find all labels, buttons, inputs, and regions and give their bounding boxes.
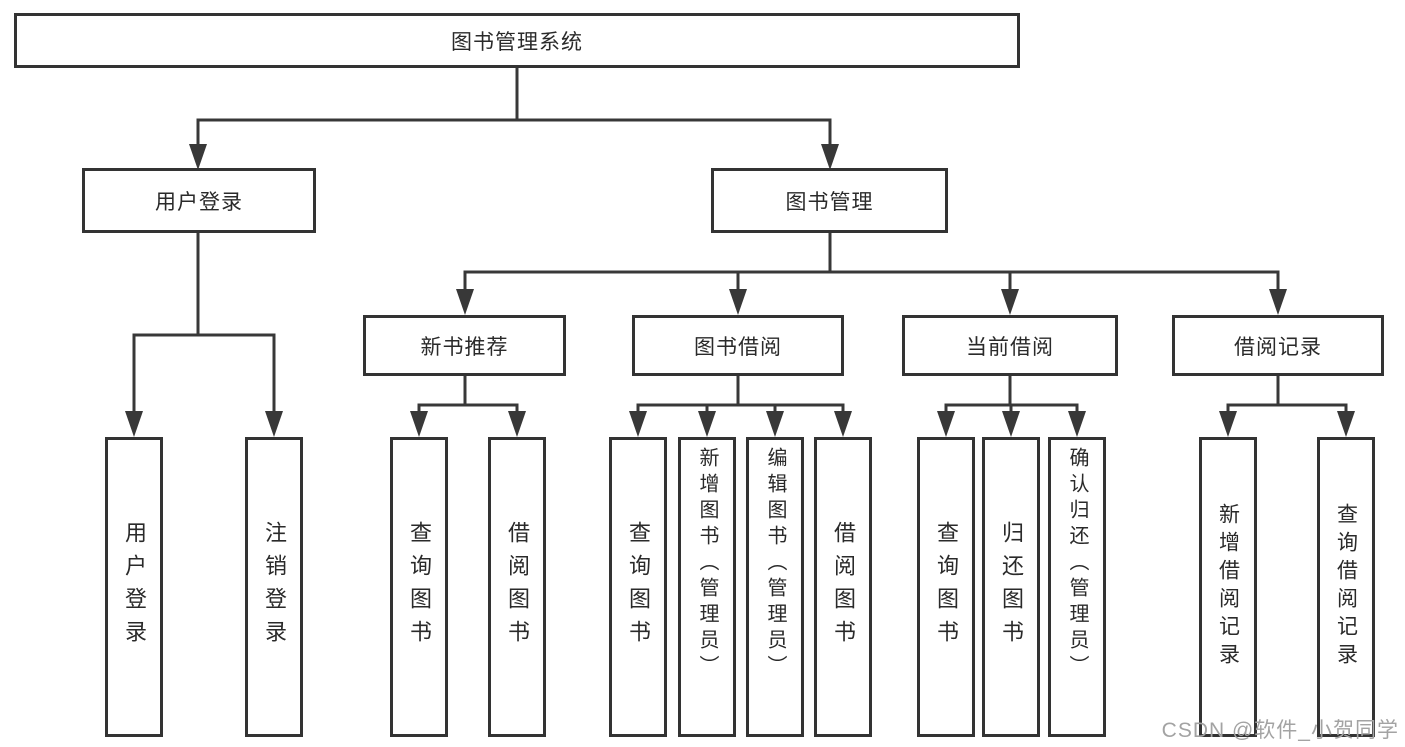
node-new-book-recommend-label: 新书推荐 (420, 335, 509, 359)
leaf-query-books-current-label: 查询图书 (934, 521, 959, 653)
node-user-login-label: 用户登录 (155, 190, 243, 214)
leaf-user-login: 用户登录 (105, 437, 163, 737)
node-current-borrow-label: 当前借阅 (966, 335, 1054, 359)
leaf-query-borrow-record: 查询借阅记录 (1317, 437, 1375, 737)
node-book-management: 图书管理 (711, 168, 948, 233)
node-root-library-system: 图书管理系统 (14, 13, 1020, 68)
leaf-user-login-label: 用户登录 (122, 521, 147, 653)
leaf-borrow-books-recommend: 借阅图书 (488, 437, 546, 737)
leaf-query-borrow-record-label: 查询借阅记录 (1334, 503, 1358, 671)
node-book-management-label: 图书管理 (785, 190, 874, 214)
leaf-borrow-books-recommend-label: 借阅图书 (505, 521, 530, 653)
leaf-logout-label: 注销登录 (262, 521, 287, 653)
leaf-confirm-return-admin-label: 确认归还（管理员） (1066, 447, 1088, 681)
leaf-add-borrow-record: 新增借阅记录 (1199, 437, 1257, 737)
leaf-query-books-borrow: 查询图书 (609, 437, 667, 737)
leaf-query-books-borrow-label: 查询图书 (626, 521, 651, 653)
leaf-edit-book-admin: 编辑图书（管理员） (746, 437, 804, 737)
leaf-add-book-admin-label: 新增图书（管理员） (696, 447, 718, 681)
leaf-query-books-recommend: 查询图书 (390, 437, 448, 737)
csdn-watermark: CSDN @软件_小贺同学 (1161, 719, 1399, 742)
node-root-label: 图书管理系统 (451, 30, 583, 54)
leaf-add-book-admin: 新增图书（管理员） (678, 437, 736, 737)
node-borrow-records: 借阅记录 (1172, 315, 1384, 376)
leaf-edit-book-admin-label: 编辑图书（管理员） (764, 447, 786, 681)
node-book-borrow: 图书借阅 (632, 315, 844, 376)
node-current-borrow: 当前借阅 (902, 315, 1118, 376)
node-new-book-recommend: 新书推荐 (363, 315, 566, 376)
leaf-query-books-recommend-label: 查询图书 (407, 521, 432, 653)
leaf-return-book: 归还图书 (982, 437, 1040, 737)
node-book-borrow-label: 图书借阅 (694, 335, 782, 359)
leaf-borrow-books-borrow-label: 借阅图书 (831, 521, 856, 653)
leaf-logout: 注销登录 (245, 437, 303, 737)
leaf-return-book-label: 归还图书 (999, 521, 1024, 653)
leaf-add-borrow-record-label: 新增借阅记录 (1216, 503, 1240, 671)
leaf-query-books-current: 查询图书 (917, 437, 975, 737)
node-borrow-records-label: 借阅记录 (1234, 335, 1322, 359)
leaf-confirm-return-admin: 确认归还（管理员） (1048, 437, 1106, 737)
node-user-login: 用户登录 (82, 168, 316, 233)
leaf-borrow-books-borrow: 借阅图书 (814, 437, 872, 737)
